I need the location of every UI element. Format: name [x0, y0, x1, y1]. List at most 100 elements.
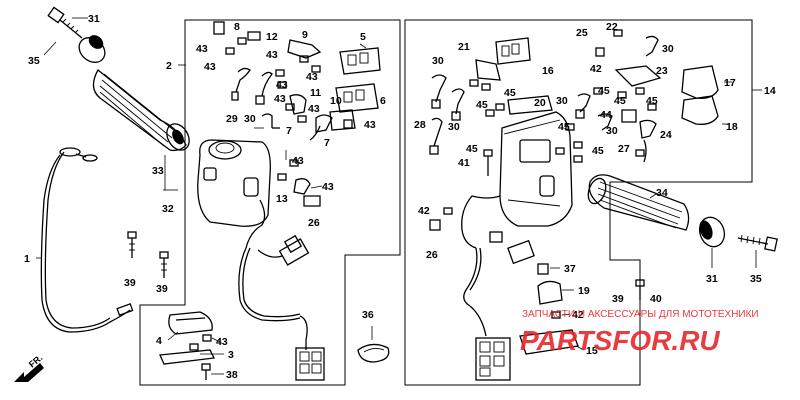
left-small-parts — [213, 21, 381, 207]
callout-38: 38 — [226, 369, 238, 381]
callout-17: 17 — [724, 77, 736, 89]
callout-43-b: 43 — [204, 61, 216, 73]
left-grip-group — [43, 6, 190, 191]
callout-26-r: 26 — [426, 249, 438, 261]
assembly-frames — [139, 19, 753, 386]
callout-30-r1: 30 — [662, 43, 674, 55]
callout-43-f: 43 — [274, 93, 286, 105]
right-small-parts — [429, 29, 762, 231]
callout-26: 26 — [308, 217, 320, 229]
callout-39-r: 39 — [612, 293, 624, 305]
callout-44: 44 — [600, 109, 612, 121]
screws-39-left — [127, 231, 169, 278]
callout-42-r3: 42 — [572, 309, 584, 321]
callout-8: 8 — [234, 21, 240, 33]
callout-43-i: 43 — [292, 155, 304, 167]
callout-13: 13 — [276, 193, 288, 205]
callout-43: 43 — [216, 336, 228, 348]
callout-37: 37 — [564, 263, 576, 275]
callout-9: 9 — [302, 29, 308, 41]
left-switch-housing — [197, 139, 325, 381]
right-handle-grip — [587, 174, 690, 231]
callout-19: 19 — [578, 285, 590, 297]
callout-42-r1: 42 — [590, 63, 602, 75]
callout-43-g: 43 — [308, 103, 320, 115]
callout-20: 20 — [534, 97, 546, 109]
callout-42-r2: 42 — [418, 205, 430, 217]
callout-30: 30 — [244, 113, 256, 125]
grip-end-weight-31 — [78, 35, 106, 63]
callout-34: 34 — [656, 187, 668, 199]
callout-43-a: 43 — [196, 43, 208, 55]
bolt-35 — [47, 6, 83, 39]
callout-30-r3: 30 — [556, 95, 568, 107]
callout-21: 21 — [458, 41, 470, 53]
callout-39: 39 — [124, 277, 136, 289]
watermark: ЗАПЧАСТИ И АКСЕССУАРЫ ДЛЯ МОТОТЕХНИКИ PA… — [520, 309, 759, 356]
callout-4: 4 — [156, 335, 162, 347]
callout-27: 27 — [618, 143, 630, 155]
callout-11: 11 — [310, 87, 321, 99]
callout-43-h: 43 — [364, 119, 376, 131]
callout-25: 25 — [576, 27, 588, 39]
callout-3: 3 — [228, 349, 234, 361]
lower-bracket-group — [159, 311, 224, 380]
callout-45-e: 45 — [592, 145, 604, 157]
callout-18: 18 — [726, 121, 738, 133]
callout-2: 2 — [166, 60, 172, 72]
callout-10: 10 — [330, 95, 342, 107]
callout-30-r4: 30 — [448, 121, 460, 133]
callout-7: 7 — [286, 125, 292, 137]
callout-40: 40 — [650, 293, 662, 305]
lower-right-parts — [519, 263, 645, 355]
callout-39-b: 39 — [156, 283, 168, 295]
callout-1: 1 — [24, 253, 30, 265]
right-switch-frame — [404, 19, 753, 386]
callout-45-d: 45 — [558, 121, 570, 133]
callout-16: 16 — [542, 65, 554, 77]
callout-22: 22 — [606, 21, 618, 33]
right-switch-housing — [461, 95, 573, 381]
callout-35-r: 35 — [750, 273, 762, 285]
callout-labels: 31 35 2 33 32 1 39 39 4 43 3 38 8 43 43 … — [24, 13, 776, 381]
left-switch-frame — [139, 19, 401, 386]
callout-5: 5 — [360, 31, 366, 43]
callout-45-a: 45 — [504, 87, 516, 99]
bolt-35-right — [737, 234, 778, 268]
callout-35: 35 — [28, 55, 40, 67]
callout-36: 36 — [362, 309, 374, 321]
choke-cable-1 — [36, 147, 134, 333]
callout-31: 31 — [88, 13, 100, 25]
callout-45-h: 45 — [646, 95, 658, 107]
callout-14: 14 — [764, 85, 776, 97]
callout-29: 29 — [226, 113, 238, 125]
callout-45-c: 45 — [466, 143, 478, 155]
callout-30-r5: 30 — [606, 125, 618, 137]
callout-7-b: 7 — [324, 137, 330, 149]
callout-30-r2: 30 — [432, 55, 444, 67]
callout-15: 15 — [586, 345, 598, 357]
callout-41: 41 — [458, 157, 470, 169]
callout-43-d: 43 — [306, 71, 318, 83]
grip-end-weight-31-right — [698, 216, 726, 268]
callout-45-b: 45 — [476, 99, 488, 111]
callout-43-j: 43 — [322, 181, 334, 193]
callout-45-g: 45 — [614, 95, 626, 107]
callout-31-r: 31 — [706, 273, 718, 285]
front-direction-arrow: FR. — [14, 353, 44, 382]
callout-28: 28 — [414, 119, 426, 131]
callout-12: 12 — [266, 31, 278, 43]
callout-23: 23 — [656, 65, 668, 77]
band-clamp-36 — [357, 326, 390, 363]
left-handle-grip — [92, 69, 190, 152]
callout-43-e: 43 — [276, 79, 288, 91]
callout-33: 33 — [152, 165, 164, 177]
callout-24: 24 — [660, 129, 672, 141]
callout-43-c: 43 — [266, 49, 278, 61]
callout-45-f: 45 — [598, 85, 610, 97]
watermark-logo: PARTSFOR.RU — [520, 325, 720, 356]
callout-6: 6 — [380, 95, 386, 107]
callout-32: 32 — [162, 203, 174, 215]
watermark-caption: ЗАПЧАСТИ И АКСЕССУАРЫ ДЛЯ МОТОТЕХНИКИ — [522, 309, 759, 320]
